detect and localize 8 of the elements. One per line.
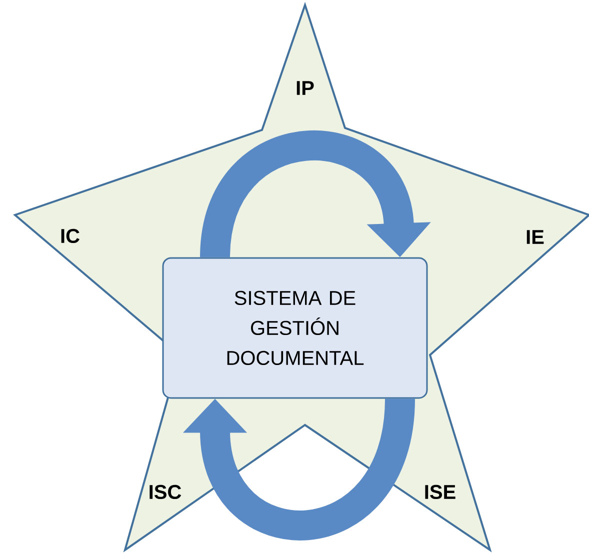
curved-arrow: [200, 130, 431, 259]
point-label: IP: [296, 81, 314, 95]
curved-arrow: [182, 397, 415, 540]
point-label: IE: [526, 230, 544, 244]
point-label: ISC: [150, 484, 182, 500]
process-box: SISTEMA DE GESTIÓN DOCUMENTAL: [162, 257, 428, 399]
point-label: IC: [61, 228, 80, 244]
point-label: ISE: [425, 484, 456, 500]
